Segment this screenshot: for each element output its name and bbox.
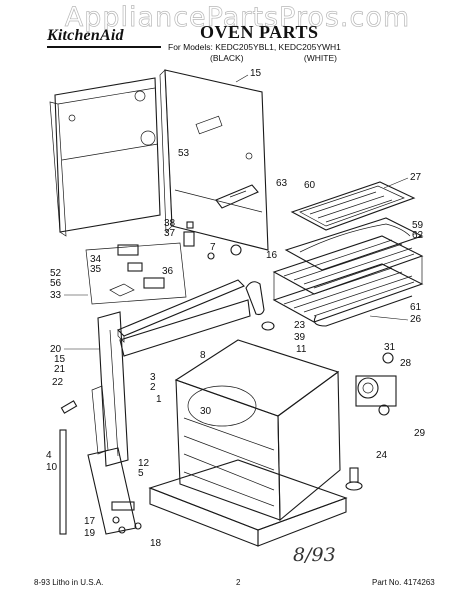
terminal-block-group [85, 242, 187, 305]
tube-connector [245, 281, 275, 331]
callout-label: 52 [50, 268, 62, 279]
callout-label: 33 [50, 290, 62, 301]
callout-label: 17 [84, 516, 96, 527]
callout-label: 22 [52, 377, 64, 388]
callout-label: 37 [164, 228, 176, 239]
callout-label: 61 [410, 302, 422, 313]
bake-element [284, 217, 424, 271]
model-list: For Models: KEDC205YBL1, KEDC205YWH1 (BL… [168, 42, 341, 64]
oven-racks [272, 235, 424, 327]
callout-label: 18 [150, 538, 162, 549]
callout-label: 12 [138, 458, 150, 469]
callout-label: 26 [410, 314, 422, 325]
vent-duct [215, 184, 259, 209]
oven-liner [174, 339, 341, 522]
front-frame [97, 299, 251, 467]
callout-label: 15 [54, 354, 66, 365]
callout-label: 62 [412, 230, 424, 241]
bottom-base-pan [148, 459, 348, 547]
door-hinge-parts [59, 385, 142, 535]
callout-label: 11 [296, 344, 307, 355]
callout-label: 7 [210, 242, 216, 253]
thermostat-control [355, 352, 397, 416]
callout-label: 29 [414, 428, 426, 439]
callout-label: 5 [138, 468, 144, 479]
models-line: For Models: KEDC205YBL1, KEDC205YWH1 [168, 42, 341, 52]
leveling-leg [345, 467, 363, 491]
callout-label: 20 [50, 344, 62, 355]
callout-label: 30 [200, 406, 212, 417]
callout-label: 3 [150, 372, 156, 383]
brand-underline [47, 46, 161, 48]
callout-label: 21 [54, 364, 66, 375]
callout-label: 24 [376, 450, 388, 461]
callout-label: 4 [46, 450, 52, 461]
callout-labels: 15 53 63 60 27 59 62 16 61 26 38 37 7 34… [46, 68, 426, 549]
top-frame-rail [117, 279, 245, 343]
callout-label: 53 [178, 148, 190, 159]
callout-label: 27 [410, 172, 422, 183]
callout-label: 16 [266, 250, 278, 261]
callout-label: 8 [200, 350, 206, 361]
callout-label: 10 [46, 462, 58, 473]
callout-label: 23 [294, 320, 306, 331]
handwritten-date-note: 8/93 [293, 544, 336, 566]
callout-label: 56 [50, 278, 62, 289]
callout-label: 1 [156, 394, 162, 405]
watermark-text: AppliancePartsPros.com [64, 2, 411, 34]
callout-label: 60 [304, 180, 316, 191]
callout-label: 19 [84, 528, 96, 539]
callout-label: 2 [150, 382, 156, 393]
callout-label: 38 [164, 218, 176, 229]
callout-label: 15 [250, 68, 262, 79]
rear-panel [49, 77, 161, 237]
brand-logo: KitchenAid [47, 27, 124, 44]
callout-label: 28 [400, 358, 412, 369]
callout-label: 36 [162, 266, 174, 277]
page-title: OVEN PARTS [200, 22, 319, 42]
callout-label: 39 [294, 332, 306, 343]
back-wall-panel [159, 69, 269, 251]
colors-line: (BLACK) (WHITE) [210, 53, 337, 63]
callout-label: 59 [412, 220, 424, 231]
broil-element [290, 181, 416, 231]
callout-label: 31 [384, 342, 396, 353]
bracket-parts [183, 221, 242, 260]
footer-print-info: 8-93 Litho in U.S.A. [34, 578, 104, 587]
callout-label: 35 [90, 264, 102, 275]
callout-label: 34 [90, 254, 102, 265]
part-number: Part No. 4174263 [372, 578, 435, 587]
callout-label: 63 [276, 178, 288, 189]
page-number: 2 [236, 578, 241, 587]
